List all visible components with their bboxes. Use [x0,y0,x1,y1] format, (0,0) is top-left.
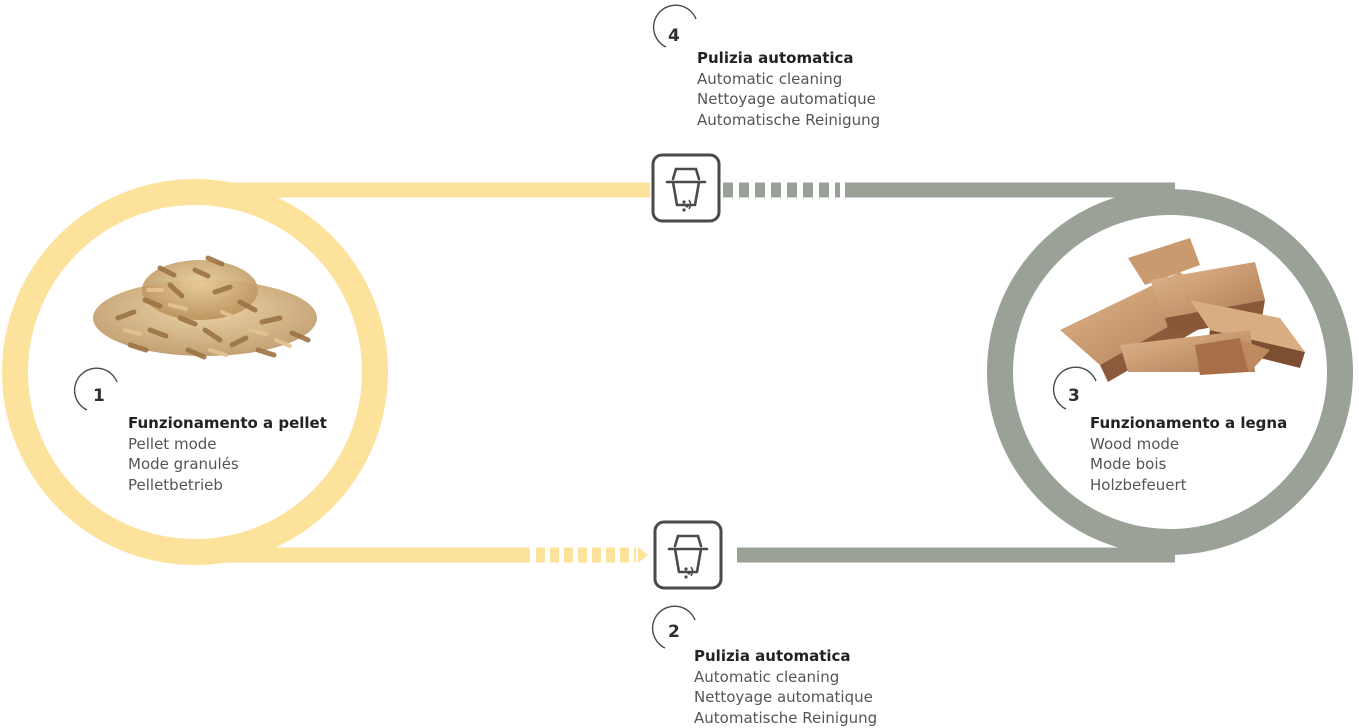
pellet-loop [15,190,650,563]
step-3-number: 3 [1068,386,1080,406]
step-3-line-en: Wood mode [1090,434,1287,455]
cleaning-icon-bottom [655,522,721,588]
step-2-number: 2 [668,622,680,642]
step-3-title: Funzionamento a legna [1090,413,1287,434]
step-1-text: Funzionamento a pellet Pellet mode Mode … [128,413,327,495]
pellet-arrow-head [638,547,648,563]
step-3-text: Funzionamento a legna Wood mode Mode boi… [1090,413,1287,495]
step-2-title: Pulizia automatica [694,646,877,667]
pellet-ring [15,192,375,552]
step-4-number: 4 [668,26,680,46]
cleaning-icon-top [653,155,719,221]
step-4-text: Pulizia automatica Automatic cleaning Ne… [697,48,880,130]
step-1-line-de: Pelletbetrieb [128,475,327,496]
step-2-line-fr: Nettoyage automatique [694,687,877,708]
step-3-line-de: Holzbefeuert [1090,475,1287,496]
step-4-line-de: Automatische Reinigung [697,110,880,131]
step-2-line-de: Automatische Reinigung [694,708,877,728]
step-4-line-en: Automatic cleaning [697,69,880,90]
firewood-stack-image [1060,238,1305,382]
step-1-title: Funzionamento a pellet [128,413,327,434]
step-1-number: 1 [93,386,105,406]
wood-loop [723,190,1340,555]
step-4-title: Pulizia automatica [697,48,880,69]
step-1-line-en: Pellet mode [128,434,327,455]
step-2-text: Pulizia automatica Automatic cleaning Ne… [694,646,877,728]
step-4-line-fr: Nettoyage automatique [697,89,880,110]
step-3-line-fr: Mode bois [1090,454,1287,475]
step-1-line-fr: Mode granulés [128,454,327,475]
pellet-pile-image [93,258,317,357]
step-2-line-en: Automatic cleaning [694,667,877,688]
